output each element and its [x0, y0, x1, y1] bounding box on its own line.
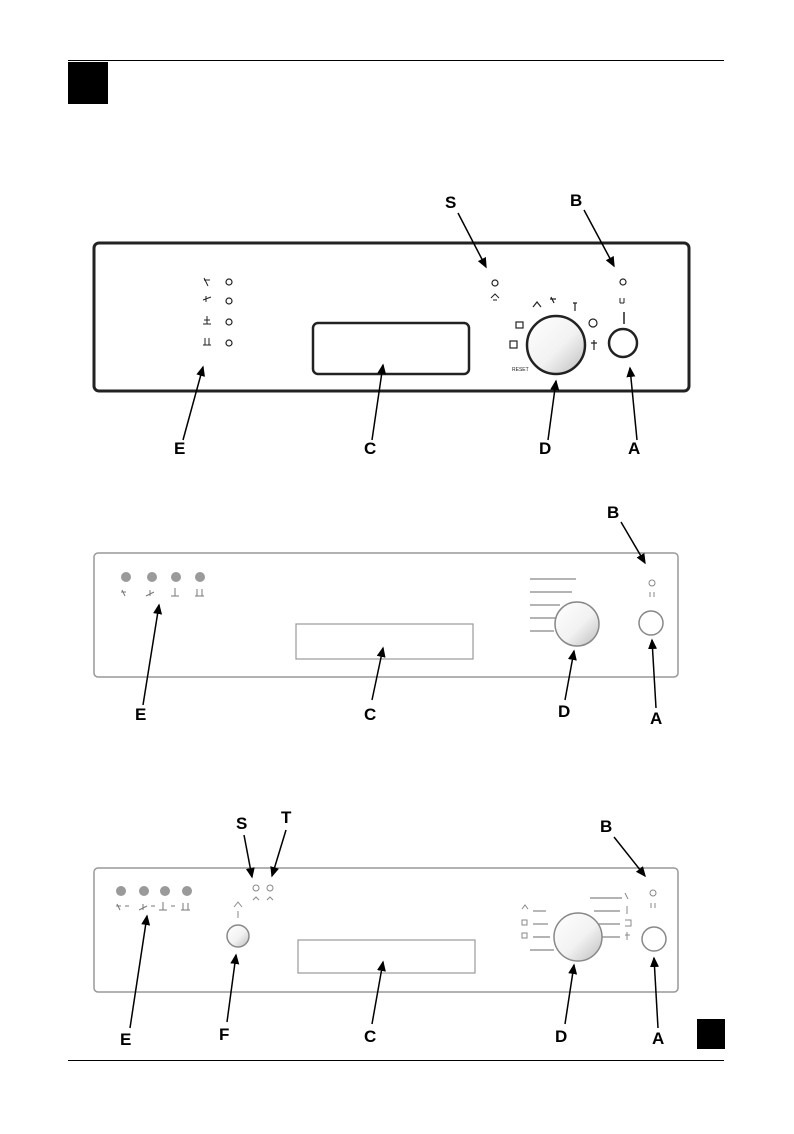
panel-3-display [298, 940, 475, 973]
label-a-panel-3: A [652, 1030, 664, 1047]
label-c-panel-3: C [364, 1028, 376, 1045]
panel-3-button-f [227, 925, 249, 947]
label-s-panel-1: S [445, 194, 456, 211]
label-d-panel-2: D [558, 703, 570, 720]
panel-3-knob [554, 913, 602, 961]
label-f-panel-3: F [219, 1026, 229, 1043]
label-s-panel-3: S [236, 815, 247, 832]
panel-1: RESET [94, 210, 689, 440]
label-b-panel-3: B [600, 818, 612, 835]
label-c-panel-1: C [364, 440, 376, 457]
label-b-panel-1: B [570, 192, 582, 209]
panel-2 [94, 522, 678, 708]
label-e-panel-3: E [120, 1031, 131, 1048]
label-b-panel-2: B [607, 504, 619, 521]
panel-2-display [296, 624, 473, 659]
panel-3-power-button [642, 927, 666, 951]
label-a-panel-1: A [628, 440, 640, 457]
panel-1-power-button [609, 329, 637, 357]
label-t-panel-3: T [281, 809, 291, 826]
panel-2-knob [555, 602, 599, 646]
panel-1-knob [527, 316, 585, 374]
label-c-panel-2: C [364, 706, 376, 723]
panel-3 [94, 830, 678, 1028]
label-d-panel-3: D [555, 1028, 567, 1045]
panel-1-reset-label: RESET [512, 367, 529, 373]
panel-1-display [313, 323, 469, 374]
label-e-panel-1: E [174, 440, 185, 457]
panel-2-power-button [639, 611, 663, 635]
label-a-panel-2: A [650, 710, 662, 727]
label-e-panel-2: E [135, 706, 146, 723]
label-d-panel-1: D [539, 440, 551, 457]
